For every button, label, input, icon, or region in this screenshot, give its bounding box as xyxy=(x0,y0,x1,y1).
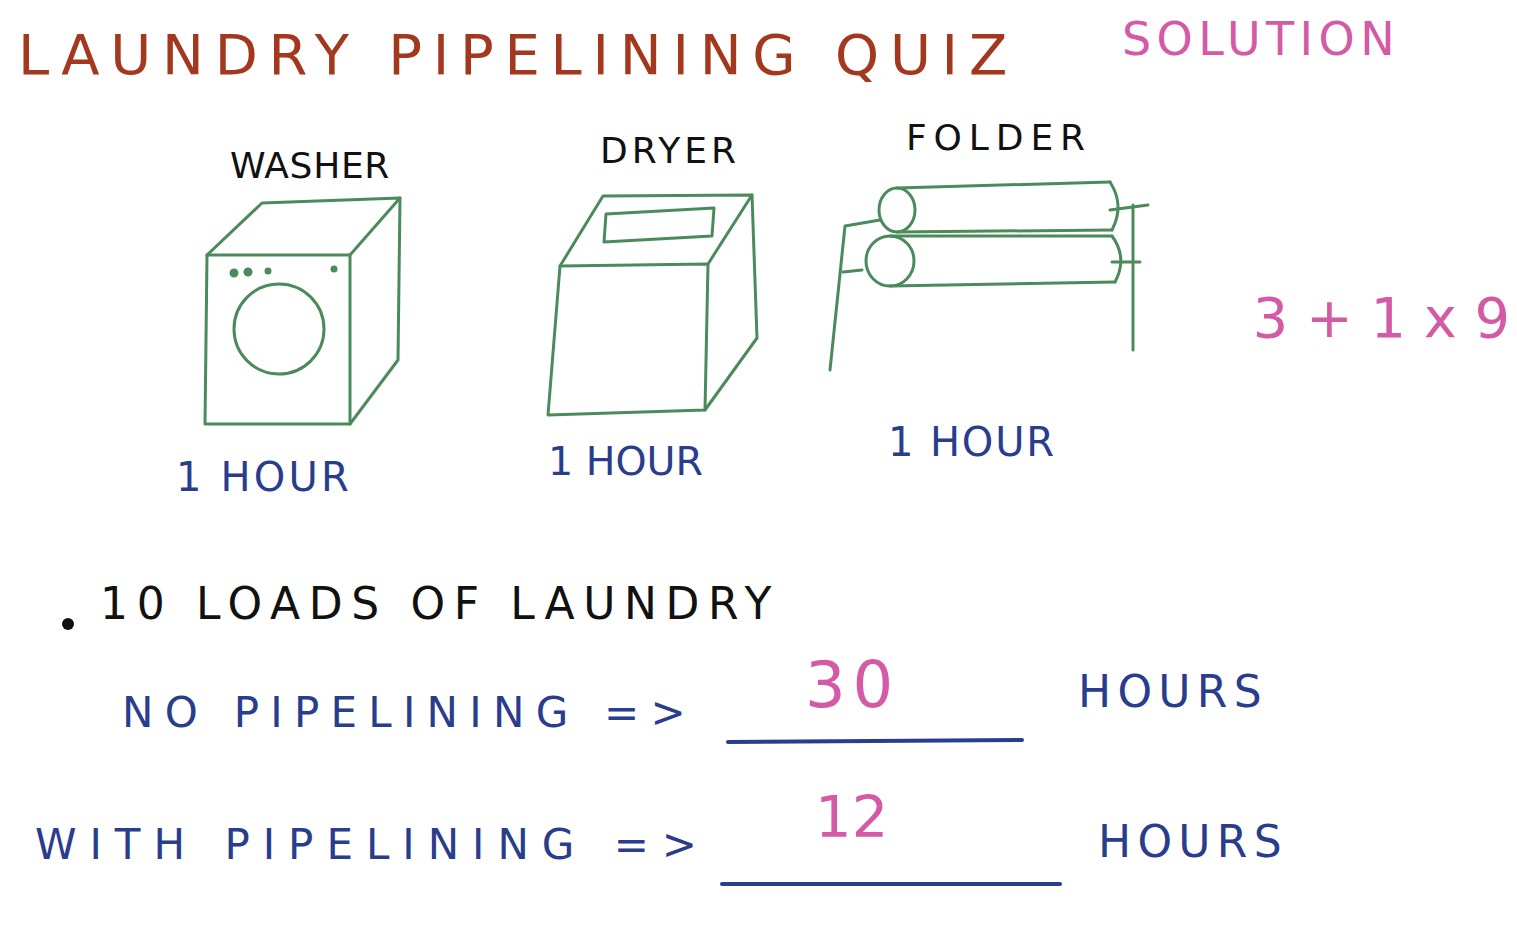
washer-drawing xyxy=(205,198,400,424)
duration-label: 1 HOUR xyxy=(888,420,1056,464)
answer-number: 12 xyxy=(815,786,888,849)
dryer-drawing xyxy=(548,195,757,415)
bullet-text: 10 LOADS OF LAUNDRY xyxy=(100,580,780,628)
machine-name: DRYER xyxy=(600,131,740,171)
solution-tag: SOLUTION xyxy=(1122,14,1400,65)
folder-drawing xyxy=(830,182,1148,370)
machine-name: WASHER xyxy=(230,146,390,186)
duration-label: 1 HOUR xyxy=(548,440,703,484)
question-label: WITH PIPELINING => xyxy=(35,822,710,868)
calculation-note: 3 + 1 x 9 xyxy=(1253,287,1510,348)
duration-label: 1 HOUR xyxy=(176,455,352,499)
question-label: NO PIPELINING => xyxy=(122,690,697,736)
answer-underline xyxy=(722,882,1060,886)
machine-name: FOLDER xyxy=(906,118,1092,158)
answer-underline xyxy=(728,740,1022,742)
bullet-dot xyxy=(62,618,74,630)
answer-number: 30 xyxy=(805,650,900,720)
title-text: LAUNDRY PIPELINING QUIZ xyxy=(18,24,1018,86)
unit-label: HOURS xyxy=(1098,818,1288,866)
unit-label: HOURS xyxy=(1078,668,1268,716)
